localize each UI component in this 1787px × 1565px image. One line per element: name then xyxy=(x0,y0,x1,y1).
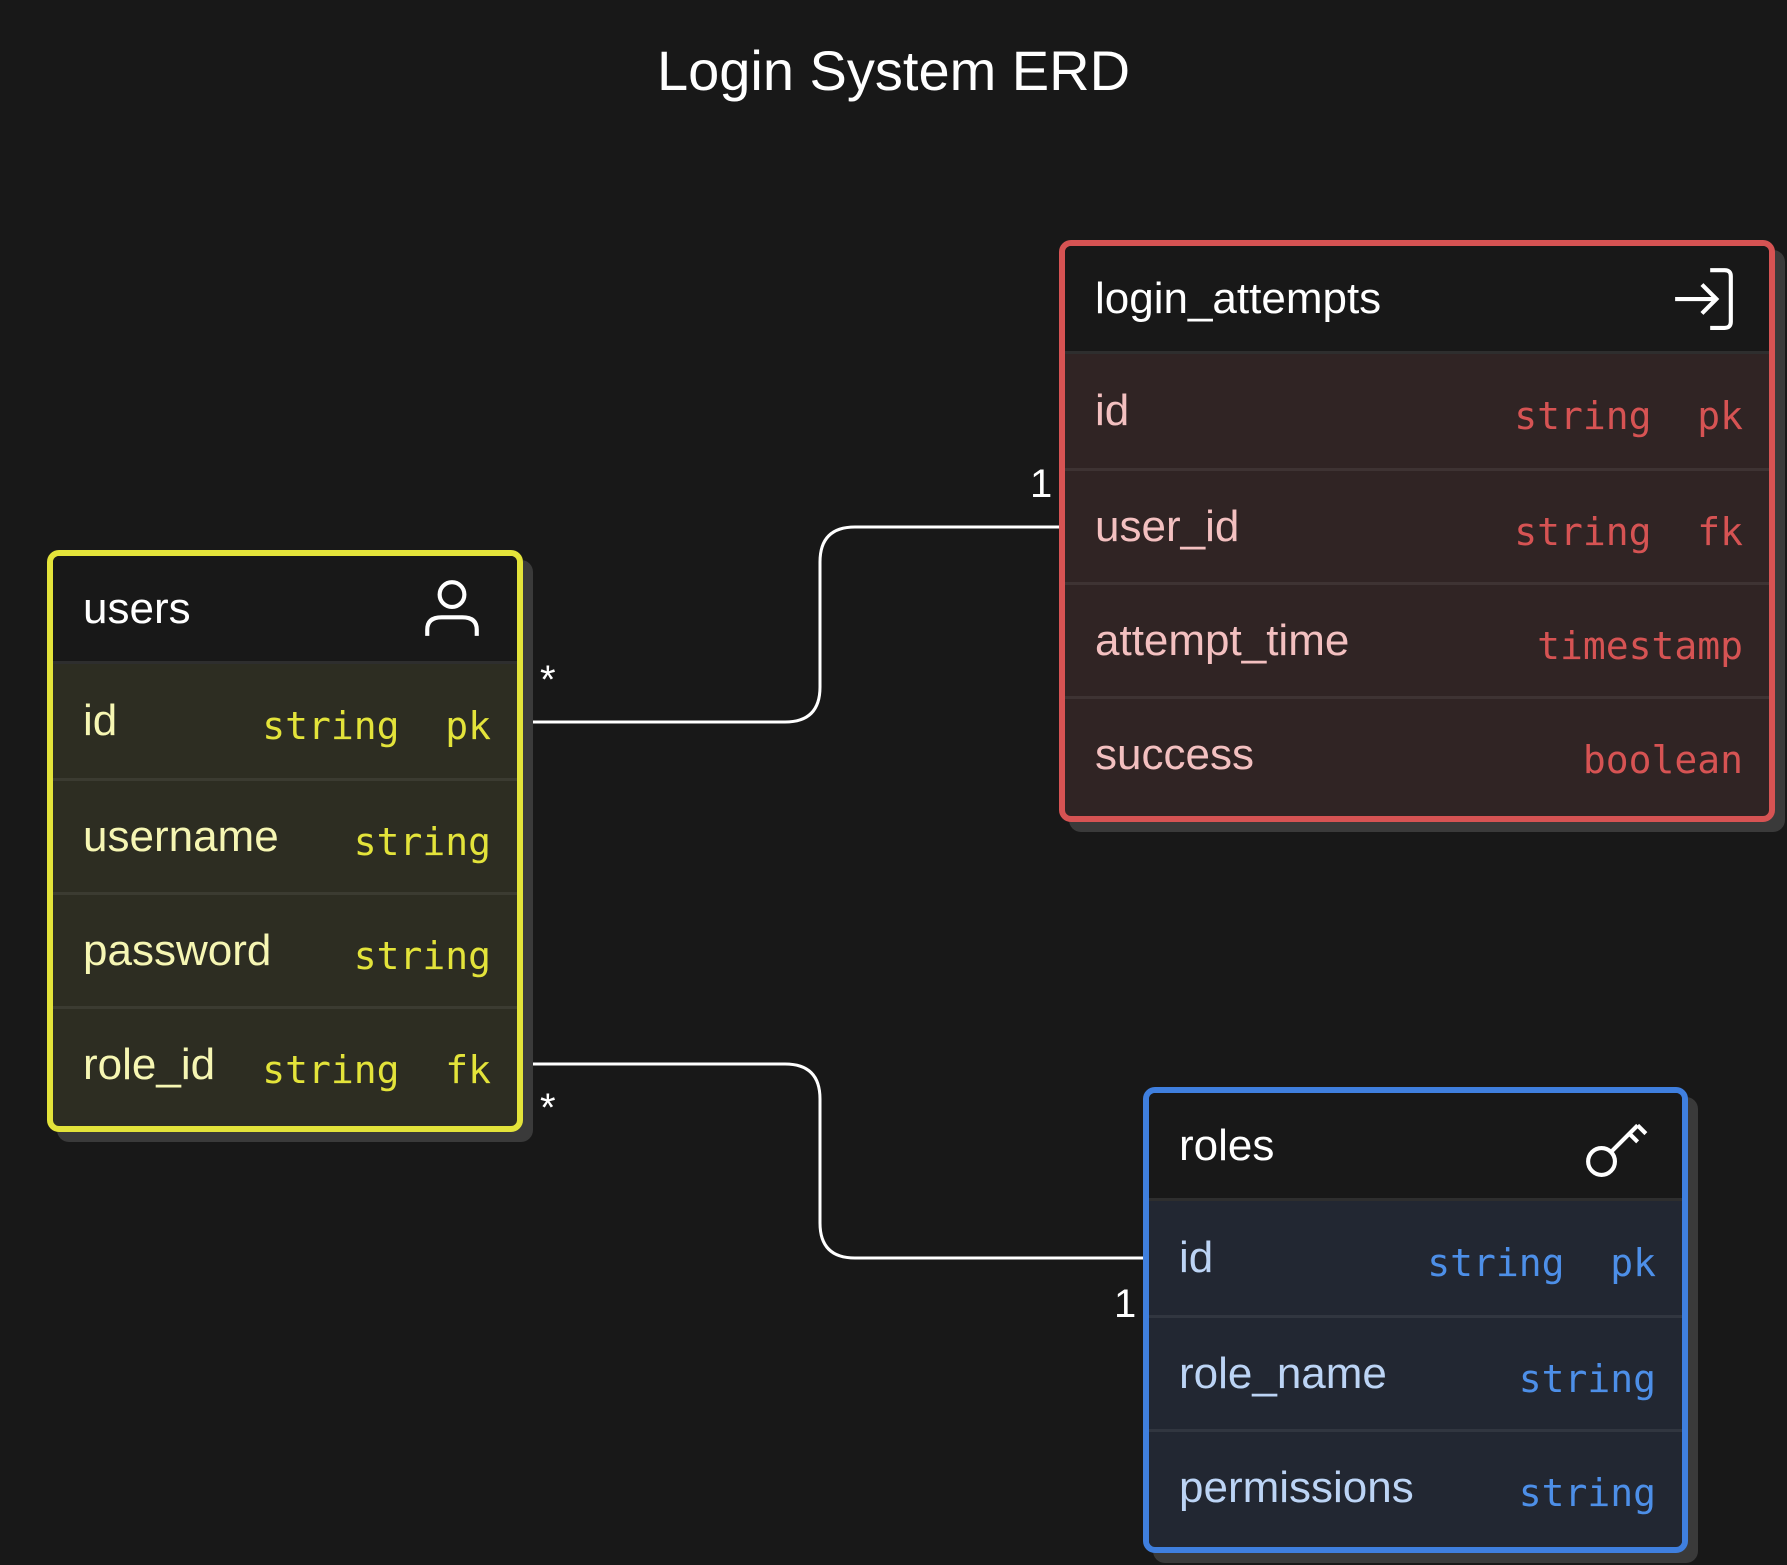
field-type: string pk xyxy=(1514,394,1743,438)
field-name: success xyxy=(1095,729,1254,779)
key-icon xyxy=(1586,1123,1648,1177)
field-row-username[interactable]: username string xyxy=(53,778,517,892)
field-name: user_id xyxy=(1095,501,1240,551)
login-arrow-icon xyxy=(1675,267,1733,330)
entity-header: roles xyxy=(1149,1093,1682,1201)
field-row-id[interactable]: id string pk xyxy=(1149,1201,1682,1315)
field-name: attempt_time xyxy=(1095,615,1350,665)
field-type: string xyxy=(1518,1356,1656,1401)
cardinality-roles-id: 1 xyxy=(1114,1282,1137,1326)
field-row-role-name[interactable]: role_name string xyxy=(1149,1315,1682,1429)
field-row-id[interactable]: id string pk xyxy=(53,664,517,778)
cardinality-users-role-id: * xyxy=(540,1086,556,1130)
entity-users[interactable]: users id string pk username string password s… xyxy=(47,550,523,1132)
field-row-user-id[interactable]: user_id string fk xyxy=(1065,468,1769,582)
field-row-id[interactable]: id string pk xyxy=(1065,354,1769,468)
field-type: string xyxy=(353,933,491,978)
diagram-title: Login System ERD xyxy=(656,39,1131,102)
relationship-users-roles xyxy=(505,1062,1160,1260)
cardinality-login-attempts-user-id: 1 xyxy=(1030,462,1053,506)
relationship-users-login-attempts xyxy=(505,525,1076,724)
entity-rows: id string pk user_id string fk attempt_time t… xyxy=(1065,354,1769,810)
field-name: id xyxy=(1179,1233,1214,1282)
field-name: id xyxy=(1095,386,1130,435)
user-icon xyxy=(425,579,479,636)
field-type: boolean xyxy=(1582,737,1743,782)
field-type: timestamp xyxy=(1537,623,1743,668)
field-type: string fk xyxy=(1514,509,1743,554)
field-row-permissions[interactable]: permissions string xyxy=(1149,1429,1682,1543)
field-type: string pk xyxy=(262,704,491,748)
entity-name: roles xyxy=(1179,1120,1275,1170)
field-name: password xyxy=(83,925,272,975)
field-type: string xyxy=(1518,1470,1656,1515)
field-name: role_id xyxy=(83,1039,216,1089)
field-type: string fk xyxy=(262,1047,491,1092)
entity-login-attempts[interactable]: login_attempts id string pk user_id string … xyxy=(1059,240,1775,822)
entity-header: login_attempts xyxy=(1065,246,1769,354)
field-name: permissions xyxy=(1179,1462,1414,1512)
field-name: id xyxy=(83,696,118,745)
field-name: role_name xyxy=(1179,1348,1387,1398)
field-row-password[interactable]: password string xyxy=(53,892,517,1006)
field-name: username xyxy=(83,811,279,861)
entity-name: login_attempts xyxy=(1095,273,1382,323)
cardinality-users-id: * xyxy=(540,658,556,702)
field-type: string xyxy=(353,819,491,864)
field-type: string pk xyxy=(1427,1241,1656,1285)
field-row-success[interactable]: success boolean xyxy=(1065,696,1769,810)
entity-rows: id string pk username string password string r… xyxy=(53,664,517,1120)
entity-name: users xyxy=(83,583,191,633)
entity-header: users xyxy=(53,556,517,664)
field-row-attempt-time[interactable]: attempt_time timestamp xyxy=(1065,582,1769,696)
field-row-role-id[interactable]: role_id string fk xyxy=(53,1006,517,1120)
